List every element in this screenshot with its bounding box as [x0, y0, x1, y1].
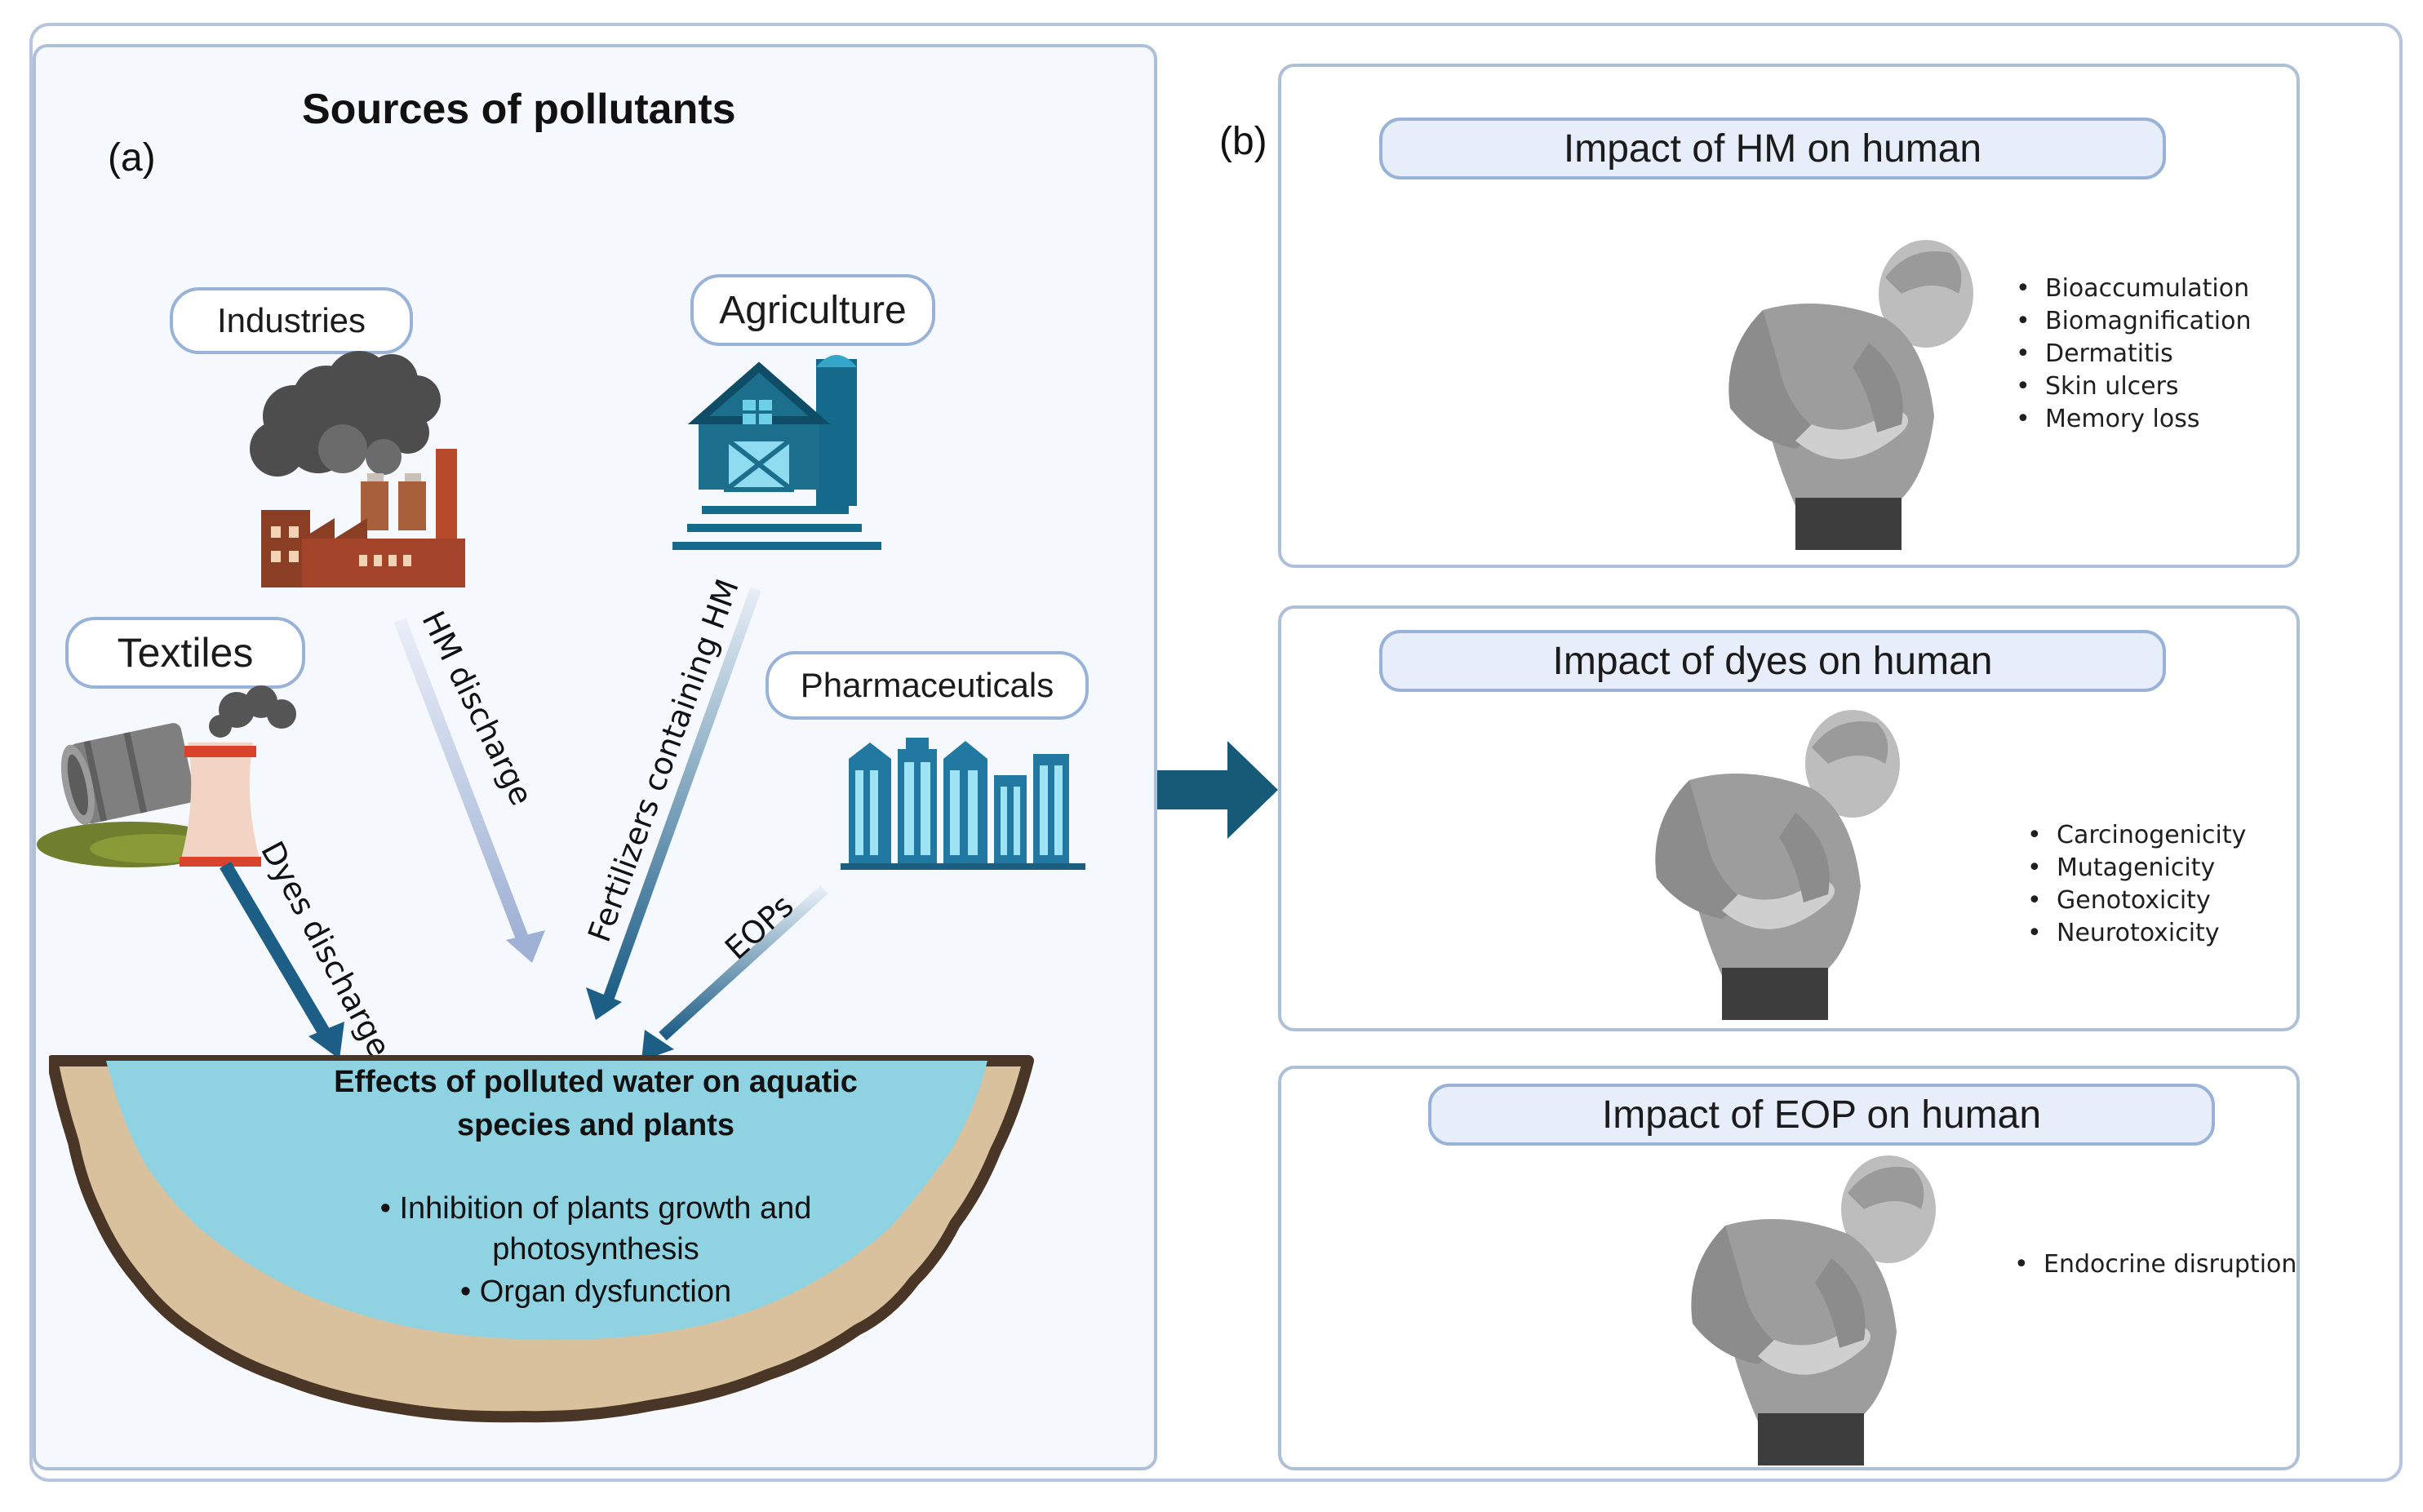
flow-arrows — [220, 587, 828, 1061]
pharmaceuticals-label: Pharmaceuticals — [766, 651, 1089, 720]
panel-b-letter: (b) — [1219, 120, 1267, 163]
impact-card-hm-effects: Bioaccumulation Biomagnification Dermati… — [2016, 273, 2252, 436]
lake-bullet-plants-line2: photosynthesis — [492, 1232, 699, 1266]
lake-bullet-plants: • Inhibition of plants growth and — [269, 1191, 922, 1226]
fertilizer-arrow — [586, 587, 761, 1020]
effect-item: Bioaccumulation — [2016, 273, 2252, 305]
polluted-lake — [49, 1055, 1034, 1423]
person-stomach-pain-icon — [1655, 710, 1900, 1020]
panel-a-letter: (a) — [108, 136, 156, 180]
bullet-dot: • — [379, 1191, 400, 1226]
impact-card-eop-title: Impact of EOP on human — [1428, 1084, 2215, 1146]
effect-item: Mutagenicity — [2027, 852, 2246, 885]
impact-card-eop-effects: Endocrine disruption — [2014, 1248, 2297, 1281]
lake-heading-line2: species and plants — [456, 1108, 734, 1142]
textile-plant-icon — [37, 685, 296, 867]
bullet-dot: • — [459, 1275, 480, 1309]
lake-bullet-organ: • Organ dysfunction — [269, 1275, 922, 1310]
factory-icon — [250, 351, 465, 588]
effect-item: Neurotoxicity — [2027, 917, 2246, 950]
eops-arrow — [641, 885, 828, 1061]
panel-connector-arrow — [1157, 741, 1278, 839]
impact-card-dyes-effects: Carcinogenicity Mutagenicity Genotoxicit… — [2027, 819, 2246, 950]
lake-bullet-plants-line1: Inhibition of plants growth and — [399, 1191, 812, 1226]
impact-card-dyes-title: Impact of dyes on human — [1379, 630, 2166, 692]
effect-item: Skin ulcers — [2016, 370, 2252, 403]
impact-card-hm-title: Impact of HM on human — [1379, 118, 2166, 180]
lake-bullet-organ-text: Organ dysfunction — [479, 1275, 732, 1309]
effect-item: Biomagnification — [2016, 305, 2252, 338]
effect-item: Memory loss — [2016, 403, 2252, 436]
barn-icon — [672, 355, 881, 550]
effect-item: Dermatitis — [2016, 338, 2252, 370]
person-stomach-pain-icon — [1728, 240, 1973, 550]
hm-discharge-arrow — [393, 618, 545, 963]
effect-item: Genotoxicity — [2027, 885, 2246, 917]
textiles-label: Textiles — [65, 617, 305, 689]
lake-heading-line1: Effects of polluted water on aquatic — [334, 1065, 858, 1099]
person-stomach-pain-icon — [1691, 1155, 1936, 1465]
agriculture-label: Agriculture — [690, 274, 935, 346]
effect-item: Carcinogenicity — [2027, 819, 2246, 852]
industries-label: Industries — [170, 287, 413, 354]
effect-item: Endocrine disruption — [2014, 1248, 2297, 1281]
dyes-discharge-arrow — [220, 861, 344, 1059]
city-buildings-icon — [841, 738, 1085, 870]
panel-a-title: Sources of pollutants — [302, 86, 736, 133]
